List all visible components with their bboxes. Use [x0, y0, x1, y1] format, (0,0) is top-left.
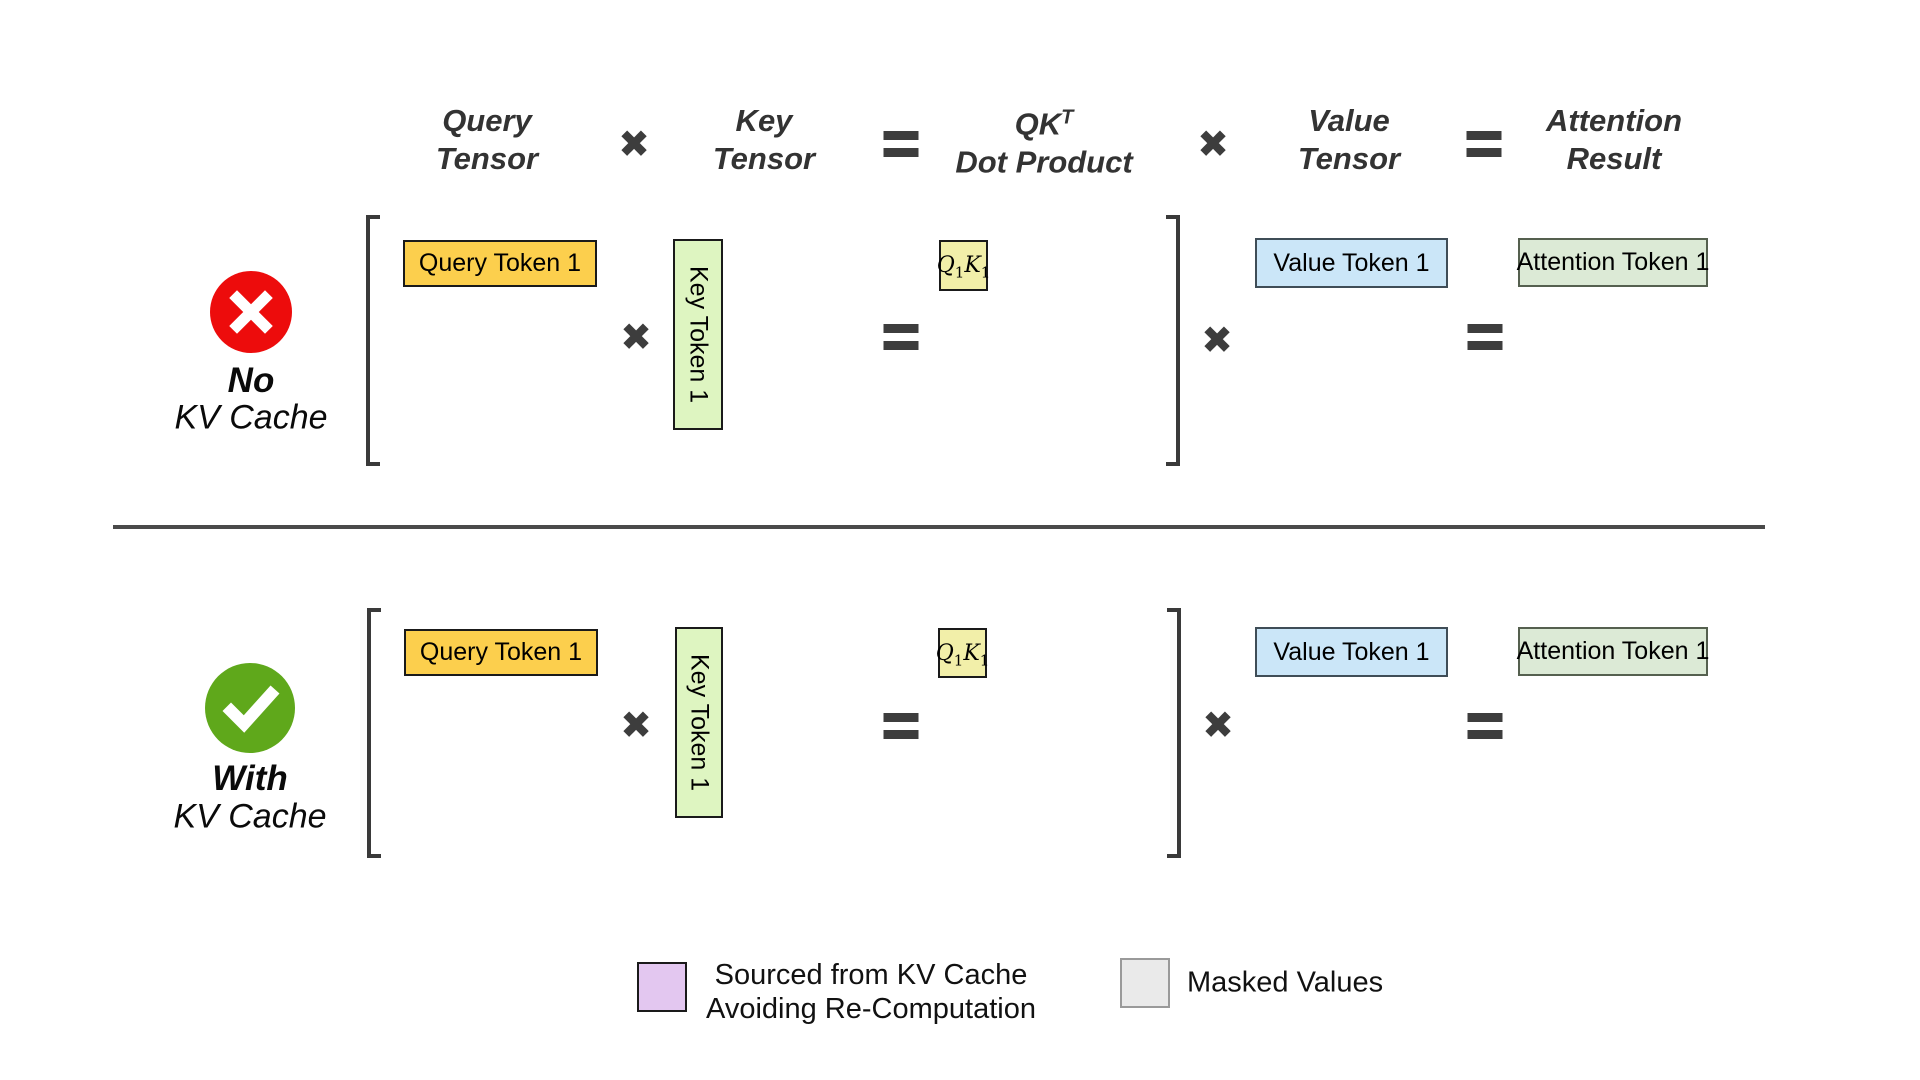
header-qk-dot-product: QKT Dot Product [955, 98, 1132, 181]
row2-query-token-box: Query Token 1 [404, 629, 598, 676]
header-attention-line1: Attention [1545, 103, 1683, 138]
qk-q: Q [935, 640, 954, 666]
multiply-operator: ✖ [1201, 318, 1233, 362]
row1-close-bracket [1166, 215, 1180, 466]
multiply-operator: ✖ [1202, 703, 1234, 747]
row1-attention-token-box: Attention Token 1 [1517, 238, 1709, 287]
row1-label-no: No [227, 361, 275, 400]
header-qk-line2: Dot Product [955, 144, 1133, 180]
masked-values-legend-label: Masked Values [1187, 966, 1384, 999]
equals-operator [1466, 131, 1502, 157]
qk-k-sub: 1 [979, 650, 990, 669]
equals-operator [883, 324, 919, 350]
row1-key-token-box: Key Token 1 [673, 239, 723, 430]
row2-qk-dot-product-box: Q1K1 [935, 628, 990, 678]
row1-query-token-box: Query Token 1 [403, 240, 597, 287]
kv-cache-legend-label: Sourced from KV Cache Avoiding Re-Comput… [706, 958, 1036, 1026]
qk-k: K [963, 640, 980, 666]
multiply-operator: ✖ [620, 315, 652, 359]
masked-values-legend-swatch [1120, 958, 1170, 1008]
kv-cache-legend-line1: Sourced from KV Cache [714, 959, 1028, 991]
row1-label-kv-cache: KV Cache [174, 398, 328, 437]
header-key-line2: Tensor [712, 141, 816, 176]
header-attention-result: Attention Result [1546, 102, 1682, 178]
qk-q: Q [936, 253, 955, 278]
kv-cache-legend-swatch [637, 962, 687, 1012]
equals-operator [1467, 324, 1503, 350]
qk-k-sub: 1 [980, 263, 991, 282]
equals-operator [1467, 713, 1503, 739]
row1-qk-value: Q1K1 [936, 253, 991, 282]
row2-value-token-box: Value Token 1 [1255, 627, 1448, 677]
row2-open-bracket [367, 608, 381, 858]
equals-operator [883, 713, 919, 739]
with-kv-cache-badge [205, 663, 295, 753]
header-value-line2: Tensor [1297, 141, 1401, 176]
section-divider [113, 525, 1765, 529]
header-key-tensor: Key Tensor [713, 102, 815, 178]
multiply-operator: ✖ [618, 122, 650, 166]
row2-attention-token-box: Attention Token 1 [1517, 627, 1709, 676]
row1-qk-dot-product-box: Q1K1 [936, 240, 991, 291]
header-qk-superscript: T [1061, 106, 1074, 129]
multiply-operator: ✖ [620, 703, 652, 747]
header-qk-base: QK [1014, 106, 1062, 142]
row2-close-bracket [1167, 608, 1181, 858]
qk-k: K [964, 253, 981, 278]
no-kv-cache-badge [210, 271, 292, 353]
row2-qk-value: Q1K1 [935, 640, 990, 669]
header-value-tensor: Value Tensor [1298, 102, 1400, 178]
kv-cache-legend-line2: Avoiding Re-Computation [706, 993, 1036, 1025]
header-value-line1: Value [1308, 103, 1390, 138]
header-query-line2: Tensor [435, 141, 539, 176]
header-query-tensor: Query Tensor [436, 102, 538, 178]
row2-key-token-box: Key Token 1 [675, 627, 723, 818]
row1-open-bracket [366, 215, 380, 466]
check-icon [222, 685, 280, 733]
equals-operator [883, 131, 919, 157]
qk-q-sub: 1 [953, 650, 964, 669]
header-attention-line2: Result [1566, 141, 1662, 176]
cross-icon [229, 290, 273, 334]
multiply-operator: ✖ [1197, 122, 1229, 166]
header-qk-line1: QKT [955, 98, 1132, 143]
qk-q-sub: 1 [954, 263, 965, 282]
row2-label-with: With [212, 759, 288, 798]
header-key-line1: Key [735, 103, 793, 138]
header-query-line1: Query [442, 103, 532, 138]
row2-label-kv-cache: KV Cache [173, 797, 327, 836]
row1-value-token-box: Value Token 1 [1255, 238, 1448, 288]
